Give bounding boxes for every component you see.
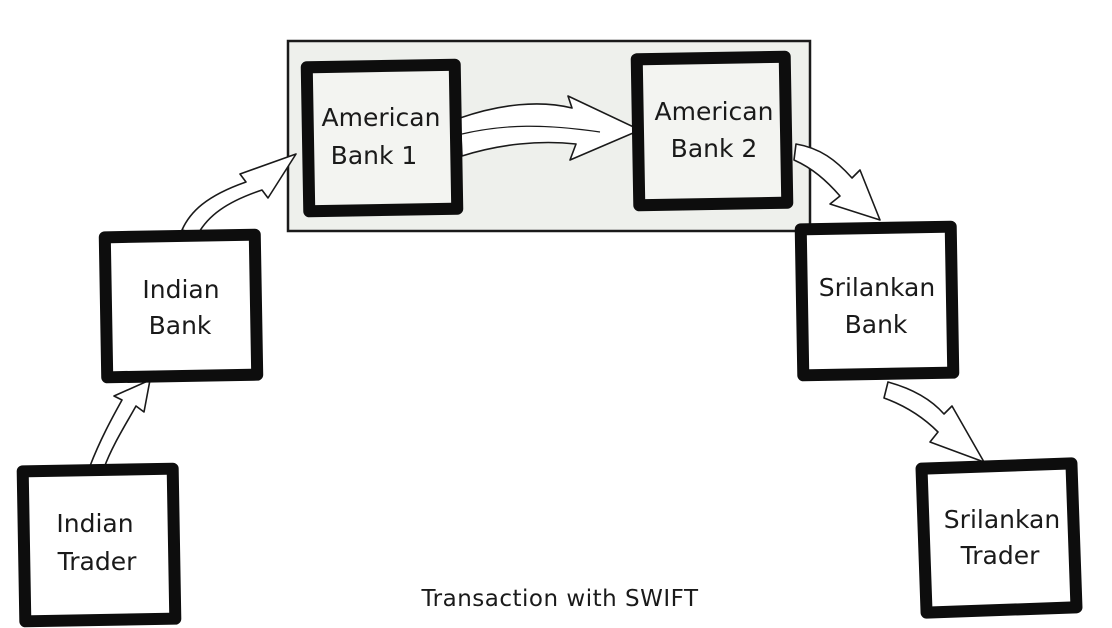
arrow-american-bank-2-to-srilankan-bank	[793, 143, 881, 221]
american-bank-1-label-line2: Bank 1	[331, 141, 418, 170]
node-indian-bank: Indian Bank	[98, 228, 264, 384]
arrow-srilankan-bank-to-srilankan-trader	[883, 381, 985, 463]
srilankan-bank-label-line1: Srilankan	[819, 273, 935, 302]
american-bank-2-label-line2: Bank 2	[671, 134, 758, 163]
arrow-trader-to-indian-bank	[89, 379, 151, 469]
node-indian-trader: Indian Trader	[16, 462, 182, 628]
flow-arrows	[89, 95, 985, 469]
srilankan-trader-label-line1: Srilankan	[944, 505, 1060, 534]
indian-trader-label-line2: Trader	[57, 547, 137, 576]
node-srilankan-bank: Srilankan Bank	[794, 220, 960, 382]
indian-bank-label-line1: Indian	[142, 275, 219, 304]
indian-trader-label-line1: Indian	[56, 509, 133, 538]
srilankan-bank-label-line2: Bank	[845, 310, 908, 339]
arrow-american-bank-1-to-american-bank-2	[459, 95, 641, 161]
american-bank-2-label-line1: American	[655, 97, 774, 126]
indian-bank-label-line2: Bank	[149, 311, 212, 340]
node-american-bank-1: American Bank 1	[300, 58, 464, 218]
arrow-inner-stroke	[461, 125, 601, 135]
srilankan-trader-label-line2: Trader	[960, 541, 1040, 570]
node-american-bank-2: American Bank 2	[630, 50, 794, 212]
diagram-caption: Transaction with SWIFT	[421, 586, 699, 612]
american-bank-1-label-line1: American	[322, 103, 441, 132]
arrow-indian-bank-to-american-bank-1	[181, 153, 297, 235]
node-srilankan-trader: Srilankan Trader	[915, 457, 1083, 619]
